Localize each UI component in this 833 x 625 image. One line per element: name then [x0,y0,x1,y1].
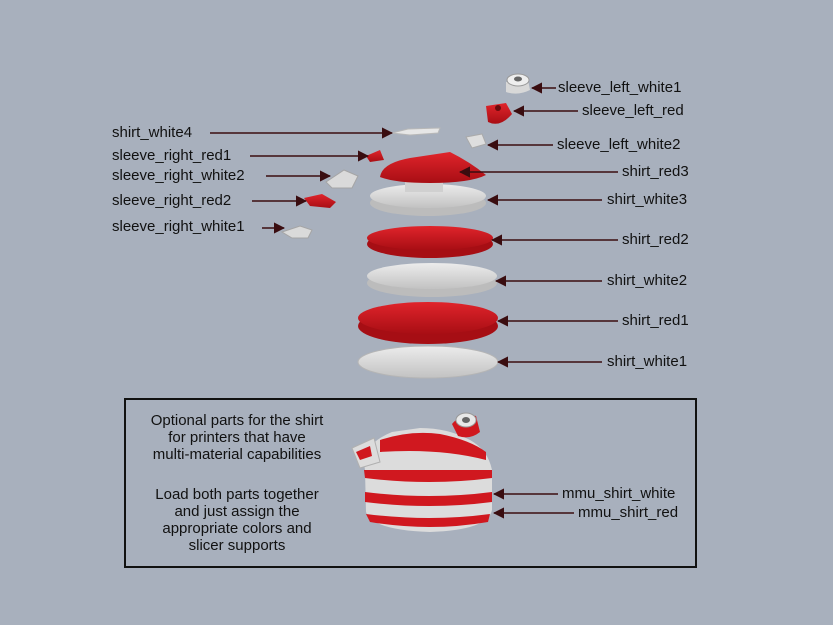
note-line: Load both parts together [155,486,319,503]
shirt-white4-part [391,127,441,136]
sleeve-left-white2-part [465,133,487,149]
sleeve-right-white2-part [325,169,359,189]
sleeve-left-red-part [486,103,512,124]
label-sleeve-left-white1: sleeve_left_white1 [558,79,682,96]
sleeve-right-red2-part [304,194,336,208]
label-sleeve-left-white2: sleeve_left_white2 [557,136,681,153]
mmu-shirt-model [351,412,492,532]
note-line: slicer supports [188,537,286,554]
shirt-white2-part [367,263,497,297]
shirt-white3-part [370,182,486,216]
label-sleeve-left-red: sleeve_left_red [582,102,684,119]
sleeve-left-white1-part [506,73,530,94]
note-line: for printers that have [168,429,306,446]
label-shirt-red1: shirt_red1 [622,312,689,329]
label-shirt-red2: shirt_red2 [622,231,689,248]
shirt-red2-part [367,226,493,258]
label-shirt-white4: shirt_white4 [112,124,193,141]
shirt-red1-part [358,302,498,344]
label-shirt-white3: shirt_white3 [607,191,688,208]
label-mmu-shirt-red: mmu_shirt_red [578,504,679,521]
sleeve-right-white1-part [280,225,313,239]
sleeve-right-red1-part [366,150,384,162]
note-line: Optional parts for the shirt [150,412,324,429]
mmu-note-paragraph-1: Optional parts for the shirt for printer… [132,412,342,463]
label-shirt-white1: shirt_white1 [607,353,688,370]
shirt-red3-part [380,152,486,183]
label-mmu-shirt-white: mmu_shirt_white [562,485,676,502]
note-line: appropriate colors and [162,520,312,537]
shirt-white1-part [357,345,499,379]
label-sleeve-right-white1: sleeve_right_white1 [112,218,245,235]
label-sleeve-right-white2: sleeve_right_white2 [112,167,245,184]
mmu-note-paragraph-2: Load both parts together and just assign… [132,486,342,554]
label-shirt-red3: shirt_red3 [622,163,689,180]
note-line: multi-material capabilities [152,446,322,463]
label-sleeve-right-red2: sleeve_right_red2 [112,192,232,209]
leader-arrows [210,82,618,519]
mmu-parts-box [124,398,697,568]
label-sleeve-right-red1: sleeve_right_red1 [112,147,232,164]
note-line: and just assign the [174,503,300,520]
label-shirt-white2: shirt_white2 [607,272,688,289]
